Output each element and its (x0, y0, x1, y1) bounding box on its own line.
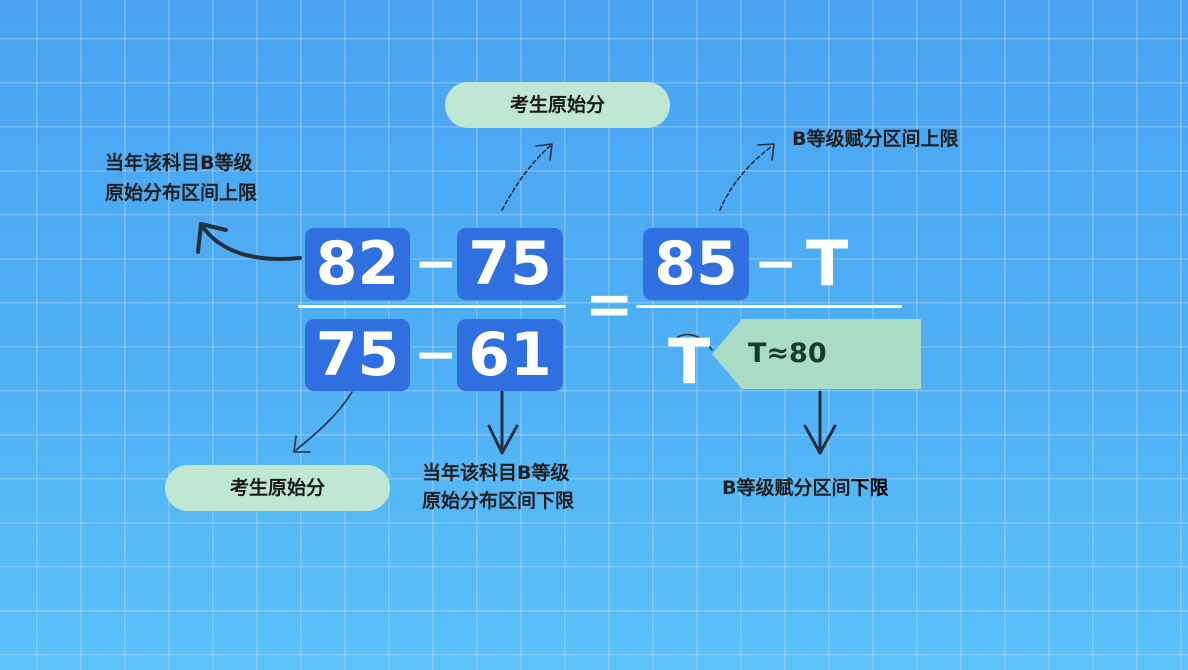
b-raw-upper-line2: 原始分布区间上限 (105, 182, 258, 204)
arrow-down-icon (803, 390, 837, 455)
arrow-left-icon (196, 222, 302, 261)
b-assigned-upper-label: B等级赋分区间上限 (792, 128, 959, 150)
raw-score-pill-bottom: 考生原始分 (165, 465, 390, 511)
minus-sign: − (414, 234, 458, 294)
b-assigned-lower-emphasis: 下限 (850, 477, 889, 499)
minus-sign: − (754, 234, 798, 294)
raw-score-box: 75 (457, 228, 563, 300)
b-raw-lower-line1: 当年该科目B等级 (422, 462, 570, 484)
arrow-down-icon (487, 390, 519, 455)
raw-score-box-bottom: 75 (305, 319, 410, 391)
minus-sign: − (414, 325, 458, 385)
right-fraction-bar (636, 305, 902, 308)
raw-upper-box: 82 (305, 228, 410, 300)
raw-score-pill-top: 考生原始分 (445, 82, 670, 128)
b-raw-upper-line1: 当年该科目B等级 (105, 152, 253, 174)
raw-lower-box: 61 (457, 319, 563, 391)
b-assigned-lower-label: B等级赋分区间下限 (722, 473, 889, 503)
t-approx-tag: T≈80 (712, 319, 921, 389)
b-raw-lower-line2: 原始分布区间下限 (422, 490, 575, 512)
arrow-down-left-icon (293, 391, 353, 453)
b-assigned-lower-prefix: B等级赋分区间 (722, 477, 851, 499)
variable-t-top: T (806, 227, 849, 300)
assigned-upper-box: 85 (643, 228, 749, 300)
equals-sign: = (585, 270, 634, 338)
left-fraction-bar (298, 305, 566, 308)
arrow-up-right-icon (719, 143, 775, 211)
arrow-up-right-icon (501, 143, 553, 211)
hook-stroke (673, 333, 713, 351)
variable-t-bottom: T (668, 325, 711, 398)
